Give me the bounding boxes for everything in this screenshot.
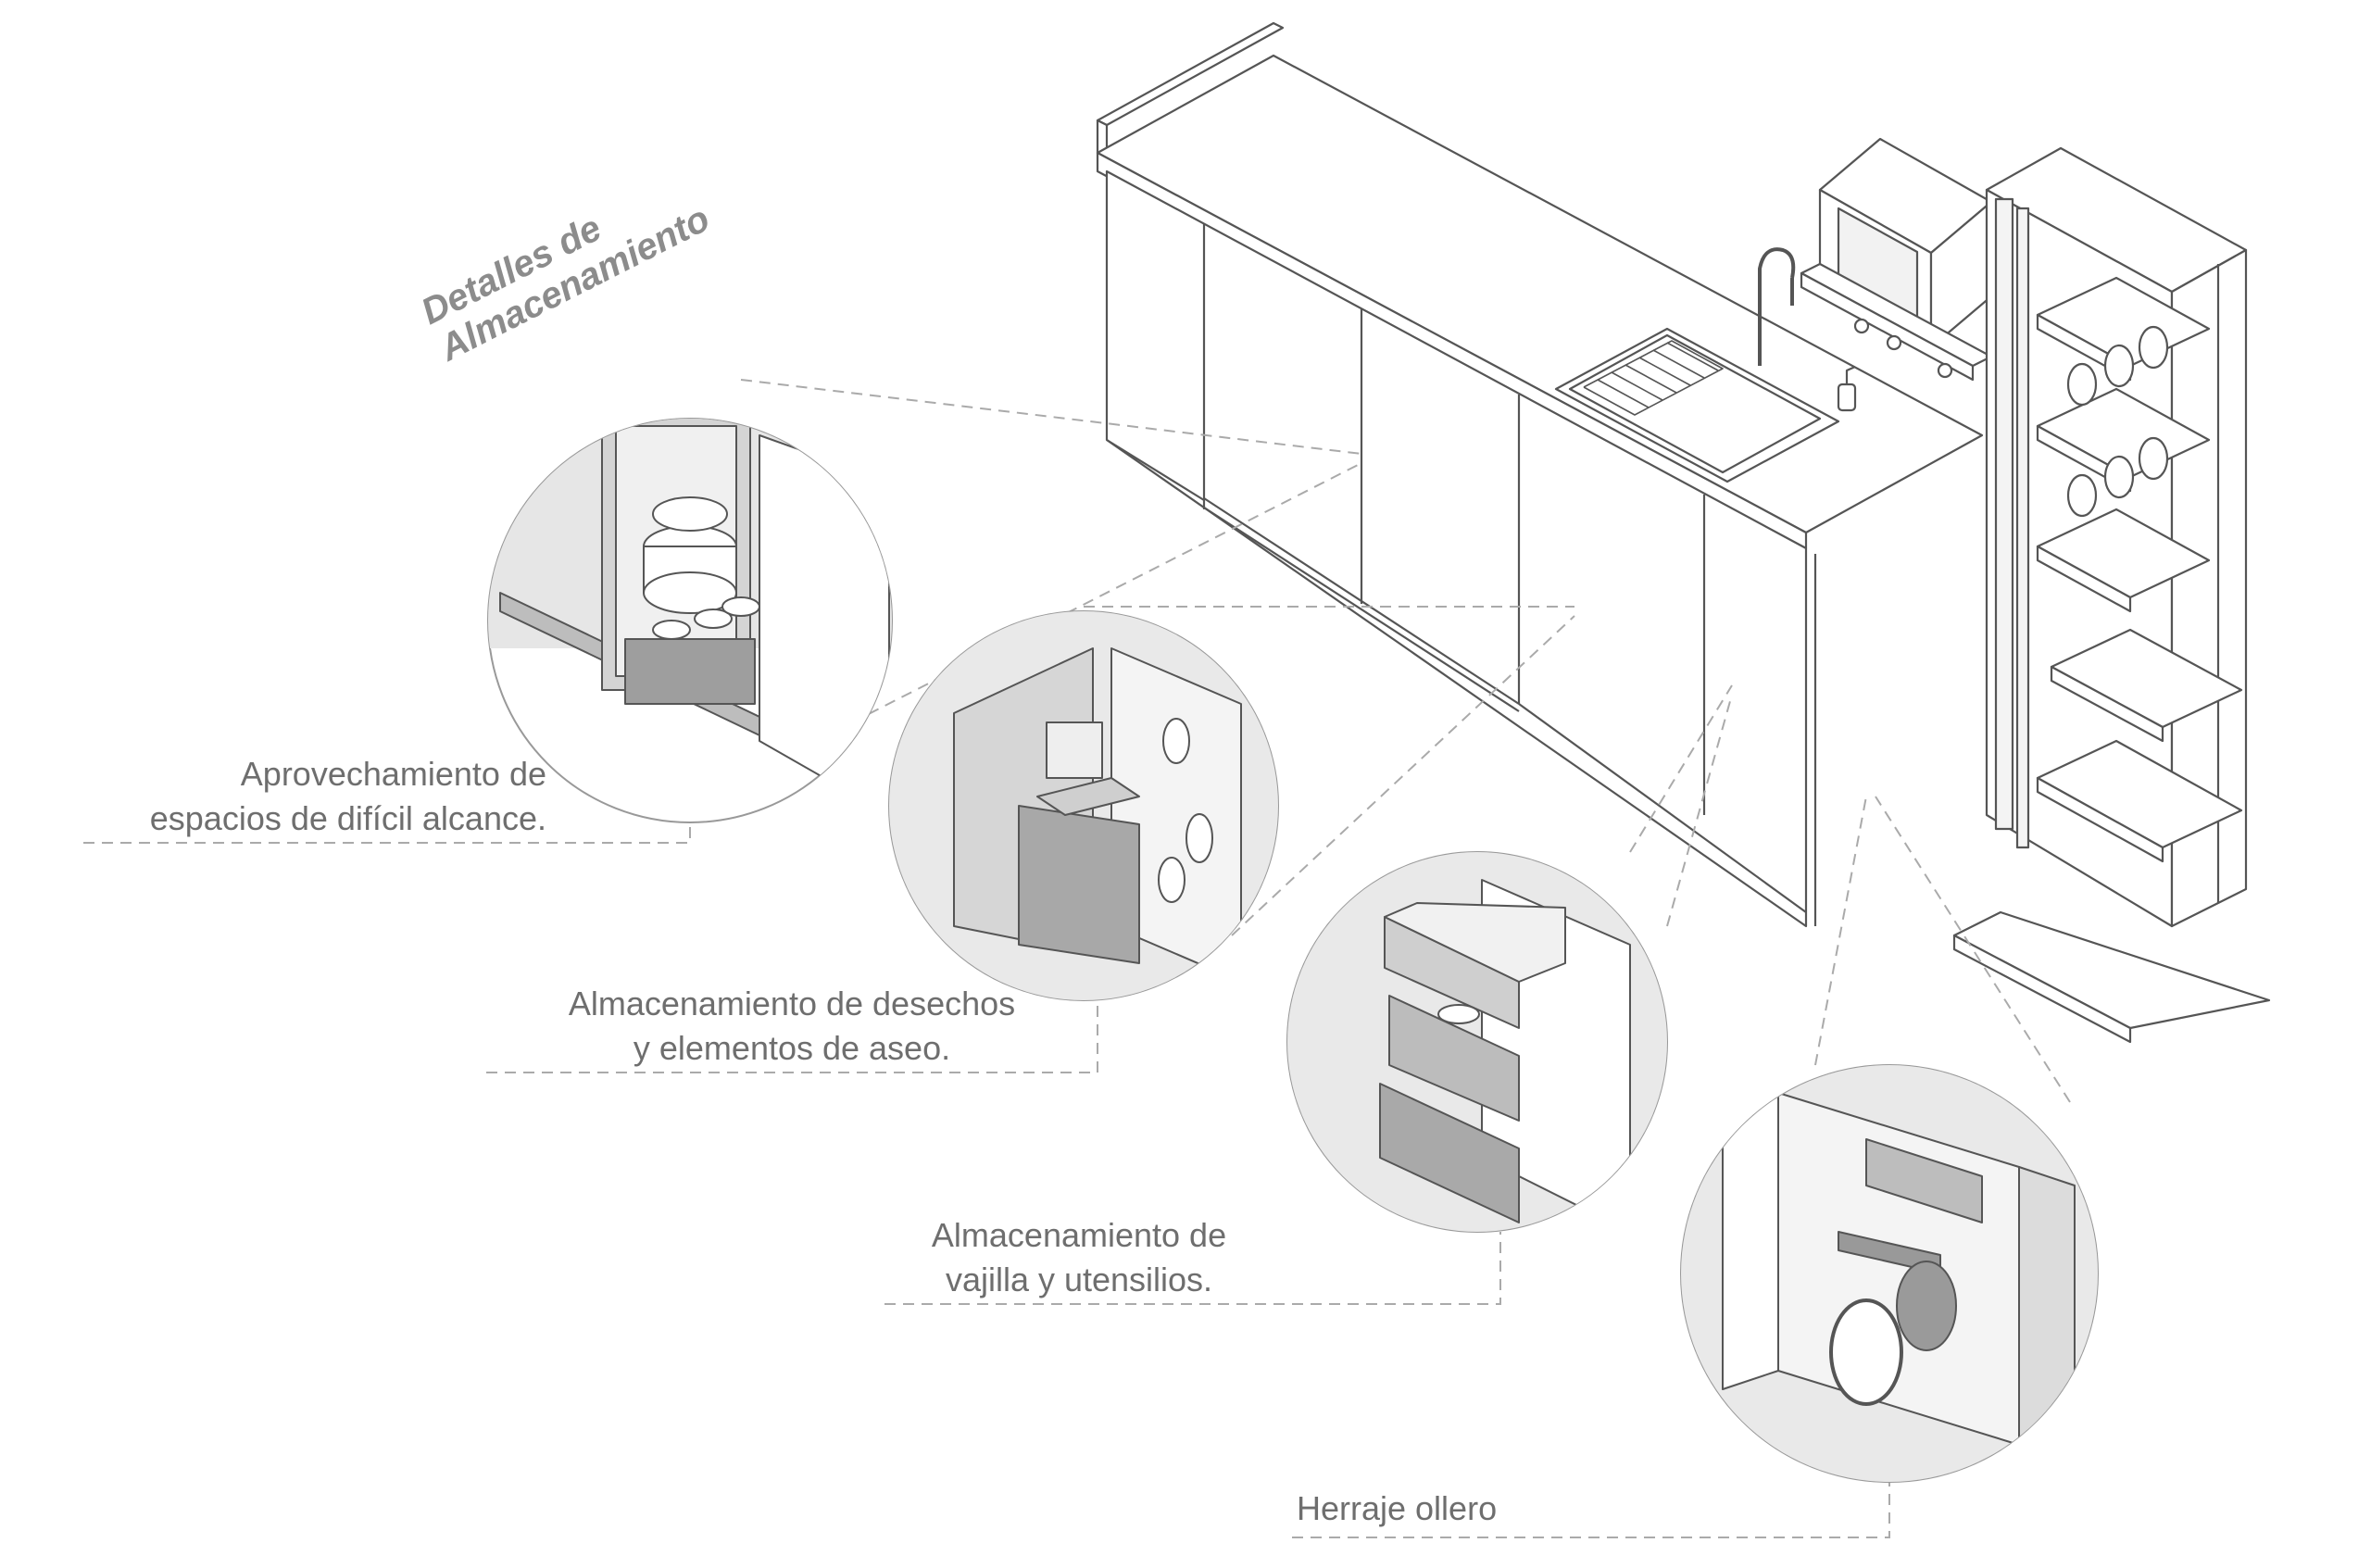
dish-rack: [1583, 340, 1724, 416]
detail-pot-rack: [1680, 1064, 2099, 1483]
mug-icon: [2066, 325, 2169, 518]
callout-waste-storage: Almacenamiento de desechos y elementos d…: [486, 982, 1098, 1071]
faucet-icon: [1758, 247, 1796, 366]
sink: [1554, 247, 1857, 483]
callout-dish-storage: Almacenamiento de vajilla y utensilios.: [884, 1213, 1273, 1302]
callout-line: Herraje ollero: [1297, 1489, 1498, 1527]
detail-waste-bins: [888, 610, 1279, 1001]
detail-drawers: [1286, 851, 1668, 1233]
callout-line: Aprovechamiento de: [240, 755, 546, 793]
microwave: [1800, 137, 1993, 382]
callout-line: Almacenamiento de desechos: [568, 985, 1016, 1022]
callout-pot-rack: Herraje ollero: [1297, 1486, 1497, 1531]
soap-dispenser-icon: [1837, 365, 1857, 412]
outlet-icon: [1886, 334, 1902, 351]
shelving-tower: [1952, 146, 2271, 1044]
outlet-icon: [1937, 362, 1953, 379]
callout-corner-storage: Aprovechamiento de espacios de difícil a…: [150, 752, 546, 841]
callout-line: Almacenamiento de: [931, 1216, 1227, 1254]
outlet-icon: [1853, 318, 1870, 334]
callout-line: vajilla y utensilios.: [945, 1261, 1213, 1298]
leader-lines: [83, 379, 2071, 1538]
callout-line: y elementos de aseo.: [633, 1029, 951, 1067]
callout-line: espacios de difícil alcance.: [149, 799, 546, 837]
